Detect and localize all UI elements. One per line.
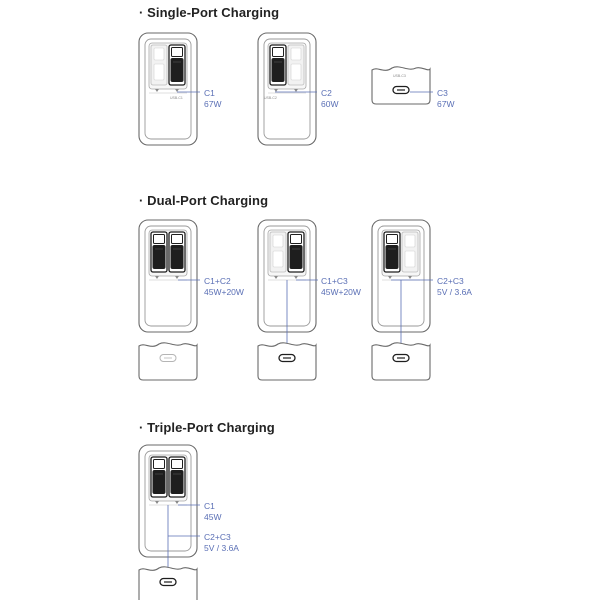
dual-c1c2-power: 45W+20W — [204, 287, 244, 297]
single-c1-port: C1 — [204, 88, 215, 98]
dual-c1c2-port: C1+C2 — [204, 276, 231, 286]
dual-port-heading: · Dual-Port Charging — [139, 193, 269, 208]
single-c2-port: C2 — [321, 88, 332, 98]
triple-c2c3-port: C2+C3 — [204, 532, 231, 542]
single-c3-port: C3 — [437, 88, 448, 98]
port-label-c1: USB-C1 — [170, 96, 183, 100]
triple-bottom — [138, 566, 198, 600]
dual-c1c2-bottom — [138, 342, 198, 381]
single-c1-power: 67W — [204, 99, 222, 109]
triple-c1-port: C1 — [204, 501, 215, 511]
single-c2-power: 60W — [321, 99, 339, 109]
dual-c1c3-port: C1+C3 — [321, 276, 348, 286]
dual-c2c3-bottom — [371, 342, 431, 381]
single-c3-power: 67W — [437, 99, 455, 109]
port-label-c3: USB-C3 — [393, 74, 406, 78]
single-c2-charger — [257, 32, 317, 146]
dual-c1c3-power: 45W+20W — [321, 287, 361, 297]
dual-c2c3-power: 5V / 3.6A — [437, 287, 472, 297]
dual-c1c2-charger — [138, 219, 198, 333]
port-label-c2: USB-C2 — [264, 96, 277, 100]
single-c1-charger — [138, 32, 198, 146]
triple-port-heading: · Triple-Port Charging — [139, 420, 275, 435]
single-port-heading: · Single-Port Charging — [139, 5, 280, 20]
dual-c2c3-port: C2+C3 — [437, 276, 464, 286]
dual-c1c3-bottom — [257, 342, 317, 381]
single-c3-bottom — [371, 66, 431, 105]
triple-c2c3-power: 5V / 3.6A — [204, 543, 239, 553]
triple-c1-power: 45W — [204, 512, 222, 522]
